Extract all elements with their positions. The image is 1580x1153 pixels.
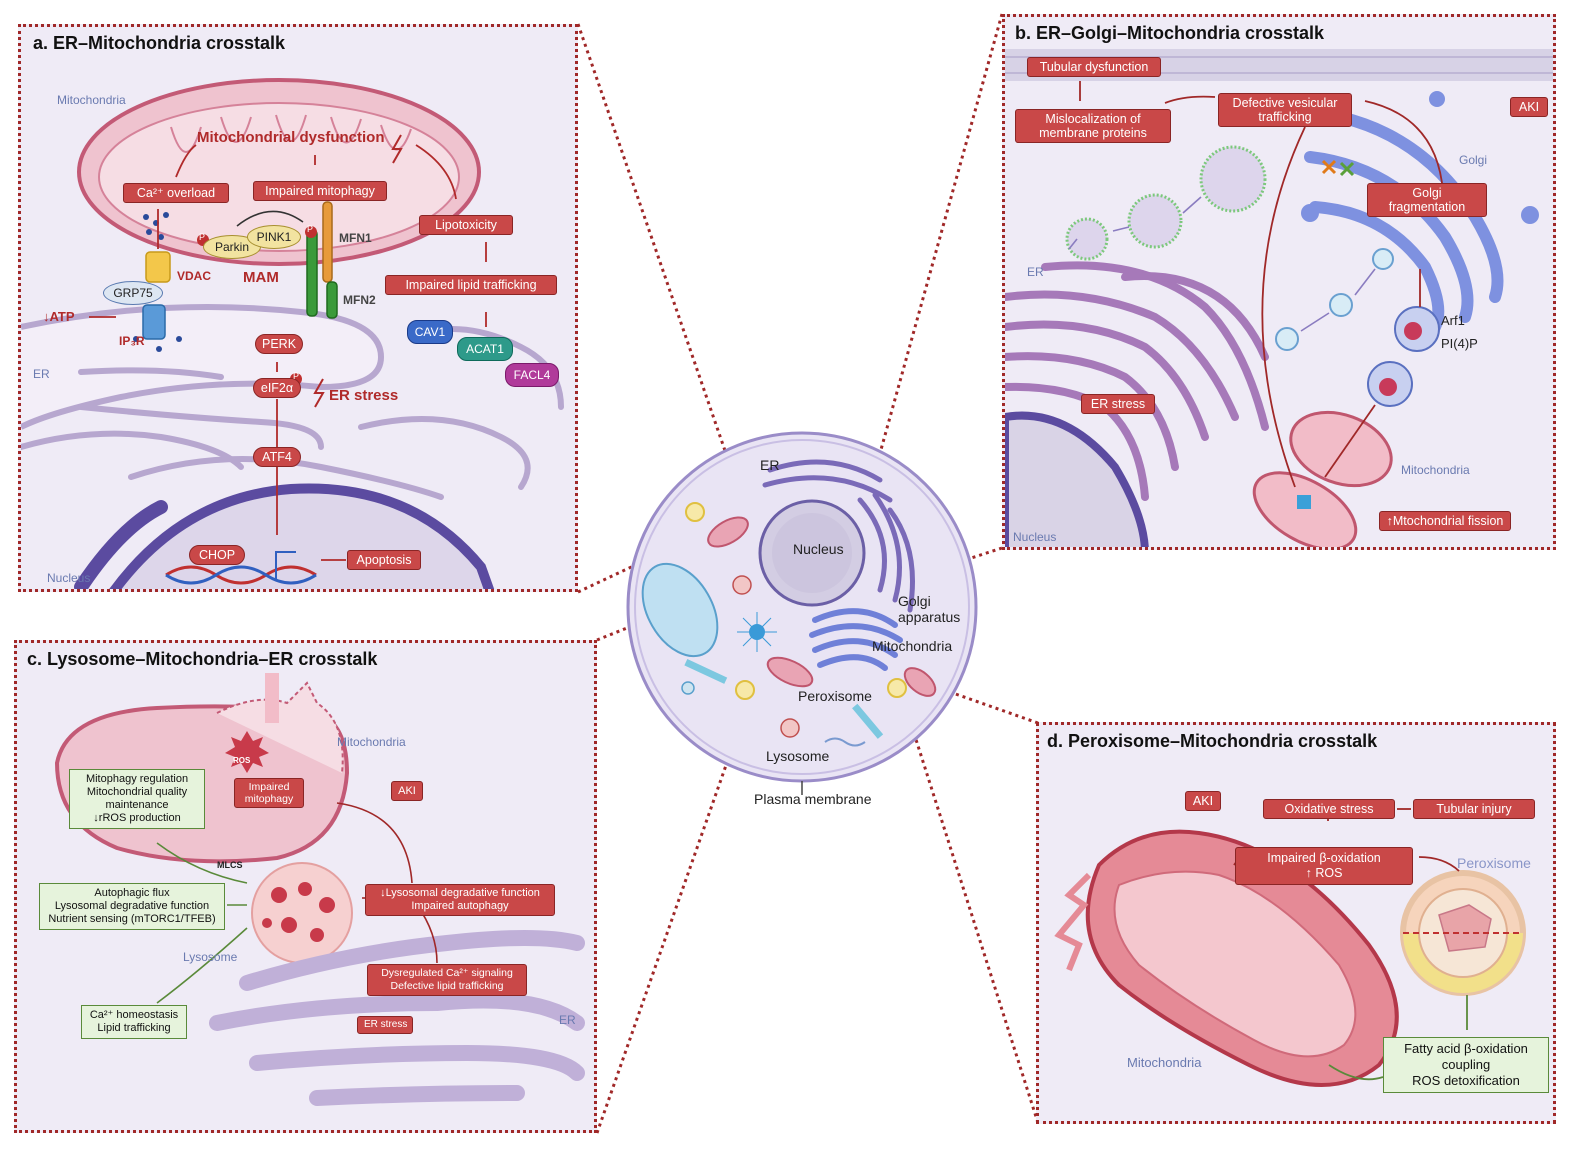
pink1-protein: PINK1 [247,225,301,249]
perk-box: PERK [255,334,303,354]
panel-a-mitochondria-label: Mitochondria [57,93,126,107]
cav1-protein: CAV1 [407,320,453,344]
panel-b: b. ER–Golgi–Mitochondria crosstalk Tubul… [1002,14,1556,550]
lipotoxicity-box: Lipotoxicity [419,215,513,235]
panel-a-title: a. ER–Mitochondria crosstalk [33,33,286,53]
panel-b-art [1005,49,1553,547]
ip3r-label: IP₃R [119,334,145,348]
impaired-mitophagy-box: Impaired mitophagy [253,181,387,201]
center-plasma-membrane-label: Plasma membrane [754,791,872,807]
ca-homeostasis-box: Ca²⁺ homeostasis Lipid trafficking [81,1005,187,1039]
facl4-protein: FACL4 [505,363,559,387]
panel-c-er-label: ER [559,1013,576,1027]
panel-a-er-stress-label: ER stress [329,387,399,404]
peroxisome-label: Peroxisome [1457,855,1531,871]
mito-fission-box: ↑Mtochondrial fission [1379,511,1511,531]
oxidative-stress-box: Oxidative stress [1263,799,1395,819]
panel-c-aki-box: AKI [391,781,423,801]
panel-b-mitochondria-label: Mitochondria [1401,463,1470,477]
autophagic-flux-box: Autophagic flux Lysosomal degradative fu… [39,883,225,930]
eif2a-box: eIF2α [253,378,301,398]
panel-b-nucleus-label: Nucleus [1013,530,1057,544]
chop-box: CHOP [189,545,245,565]
mam-label: MAM [243,269,279,286]
panel-b-aki-box: AKI [1510,97,1548,117]
panel-c: c. Lysosome–Mitochondria–ER crosstalk Mi… [14,640,597,1133]
center-lysosome-label: Lysosome [766,748,830,764]
atf4-box: ATF4 [253,447,301,467]
panel-a-nucleus-label: Nucleus [47,571,91,585]
acat1-protein: ACAT1 [457,337,513,361]
golgi-fragmentation-box: Golgi fragmentation [1367,183,1487,217]
mfn1-label: MFN1 [339,231,372,245]
grp75-protein: GRP75 [103,281,163,305]
panel-a: a. ER–Mitochondria crosstalk Mitochondri… [18,24,578,592]
panel-c-title: c. Lysosome–Mitochondria–ER crosstalk [27,649,378,669]
defective-vesicular-box: Defective vesicular trafficking [1218,93,1352,127]
panel-b-er-label: ER [1027,265,1044,279]
mito-dysfunction-label: Mitochondrial dysfunction [197,129,385,146]
pi4p-label: PI(4)P [1441,336,1478,351]
center-mitochondria-label: Mitochondria [872,638,953,654]
impaired-beta-oxidation-box: Impaired β-oxidation ↑ ROS [1235,847,1413,885]
panel-d-aki-box: AKI [1185,791,1221,811]
panel-a-art [21,78,564,589]
vdac-label: VDAC [177,269,212,283]
lysosome-label: Lysosome [183,950,238,964]
center-golgi-label: Golgi apparatus [898,593,961,625]
dysregulated-box: Dysregulated Ca²⁺ signaling Defective li… [367,964,527,996]
central-cell [626,431,978,795]
panel-d: d. Peroxisome–Mitochondria crosstalk AKI… [1036,722,1556,1124]
p-marker-1: P [199,232,206,242]
panel-c-er-stress-box: ER stress [357,1016,413,1034]
fatty-acid-box: Fatty acid β-oxidation coupling ROS deto… [1383,1037,1549,1093]
tubular-injury-box: Tubular injury [1413,799,1535,819]
center-er-label: ER [760,457,780,473]
p-marker-2: P [307,224,314,234]
panel-d-art [1054,808,1526,1087]
mfn2-label: MFN2 [343,293,376,307]
panel-d-mitochondria-label: Mitochondria [1127,1055,1202,1070]
mlcs-label: MLCS [217,860,243,870]
panel-b-er-stress-box: ER stress [1081,394,1155,414]
arf1-label: Arf1 [1441,313,1465,328]
center-nucleus-label: Nucleus [793,541,844,557]
impaired-lipid-box: Impaired lipid trafficking [385,275,557,295]
apoptosis-box: Apoptosis [347,550,421,570]
p-marker-3: P [293,371,300,381]
lysosomal-deg-box: ↓Lysosomal degradative function Impaired… [365,884,555,916]
panel-d-title: d. Peroxisome–Mitochondria crosstalk [1047,731,1378,751]
ros-label: ROS [233,756,251,765]
atp-label: ↓ATP [43,309,75,324]
panel-a-er-label: ER [33,367,50,381]
ca-overload-box: Ca²⁺ overload [123,183,229,203]
panel-b-golgi-label: Golgi [1459,153,1488,167]
mislocalization-box: Mislocalization of membrane proteins [1015,109,1171,143]
panel-c-impaired-mitophagy-box: Impaired mitophagy [234,778,304,808]
panel-b-title: b. ER–Golgi–Mitochondria crosstalk [1015,23,1325,43]
tubular-dysfunction-box: Tubular dysfunction [1027,57,1161,77]
center-peroxisome-label: Peroxisome [798,688,872,704]
panel-c-mitochondria-label: Mitochondria [337,735,406,749]
mitophagy-regulation-box: Mitophagy regulation Mitochondrial quali… [69,769,205,829]
